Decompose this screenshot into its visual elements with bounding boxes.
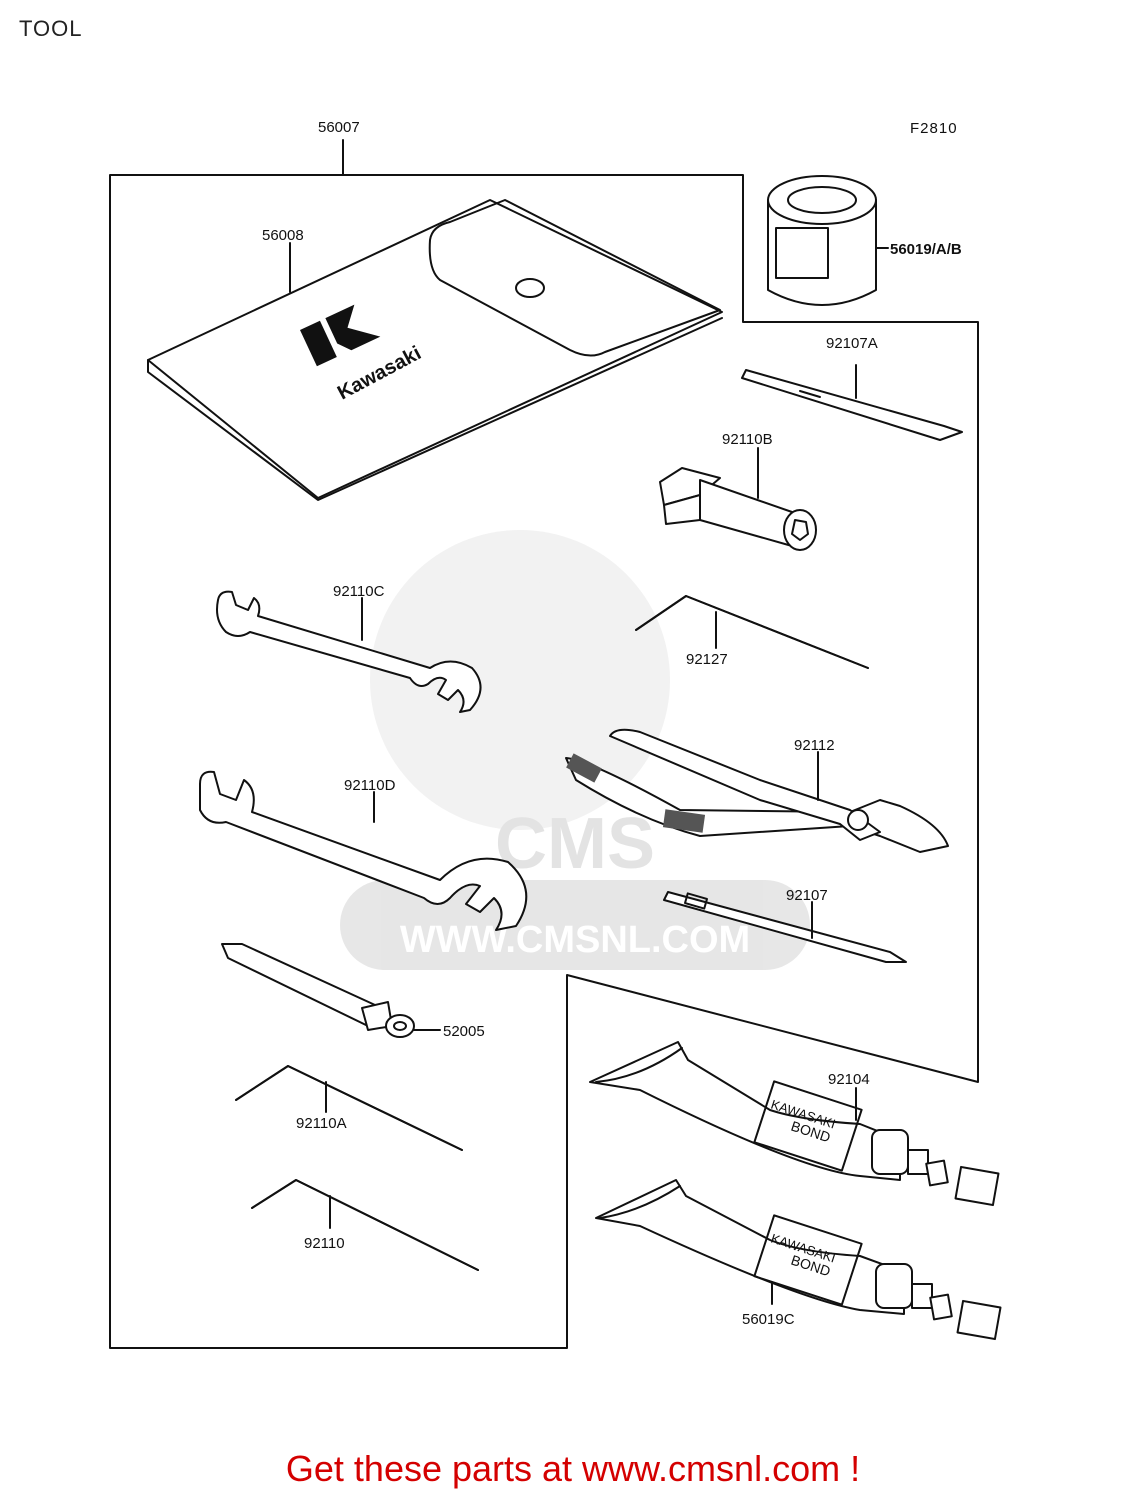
grease-can <box>767 175 889 306</box>
part-label-56019c[interactable]: 56019C <box>742 1311 795 1328</box>
part-label-52005[interactable]: 52005 <box>443 1023 485 1040</box>
part-label-92107[interactable]: 92107 <box>786 887 828 904</box>
watermark: CMS WWW.CMSNL.COM <box>340 530 810 970</box>
hex-key-b <box>251 1179 479 1271</box>
bond-tube-c: KAWASAKI BOND <box>595 1179 1002 1341</box>
part-label-56007[interactable]: 56007 <box>318 119 360 136</box>
page-title: TOOL <box>19 16 83 41</box>
tool-bag: Kawasaki <box>147 199 723 501</box>
open-end-wrench-large <box>199 770 528 931</box>
part-label-92110c[interactable]: 92110C <box>333 583 385 600</box>
part-label-92107a[interactable]: 92107A <box>826 335 878 352</box>
figure-code: F2810 <box>910 120 958 137</box>
hex-key <box>635 595 869 669</box>
part-label-92112[interactable]: 92112 <box>794 737 835 754</box>
screwdriver-bit <box>663 891 907 963</box>
part-label-92104[interactable]: 92104 <box>828 1071 870 1088</box>
spoke-wrench <box>221 943 441 1038</box>
screwdriver-shaft <box>741 364 963 441</box>
hex-key-a <box>235 1065 463 1151</box>
kit-group-outline <box>109 139 979 1349</box>
part-label-92110a[interactable]: 92110A <box>296 1115 347 1132</box>
open-end-wrench-small <box>216 590 482 713</box>
part-label-92110[interactable]: 92110 <box>304 1235 345 1252</box>
part-label-92110d[interactable]: 92110D <box>344 777 396 794</box>
watermark-url: WWW.CMSNL.COM <box>400 919 750 961</box>
footer-link[interactable]: Get these parts at www.cmsnl.com ! <box>285 1448 861 1489</box>
part-label-92127[interactable]: 92127 <box>686 651 728 668</box>
part-label-56019ab[interactable]: 56019/A/B <box>890 241 962 258</box>
watermark-logo: CMS <box>495 804 655 884</box>
pliers <box>565 728 949 853</box>
bond-tube: KAWASAKI BOND <box>589 1041 1000 1207</box>
socket-wrench <box>659 447 817 551</box>
part-label-56008[interactable]: 56008 <box>262 227 304 244</box>
part-label-92110b[interactable]: 92110B <box>722 431 773 448</box>
